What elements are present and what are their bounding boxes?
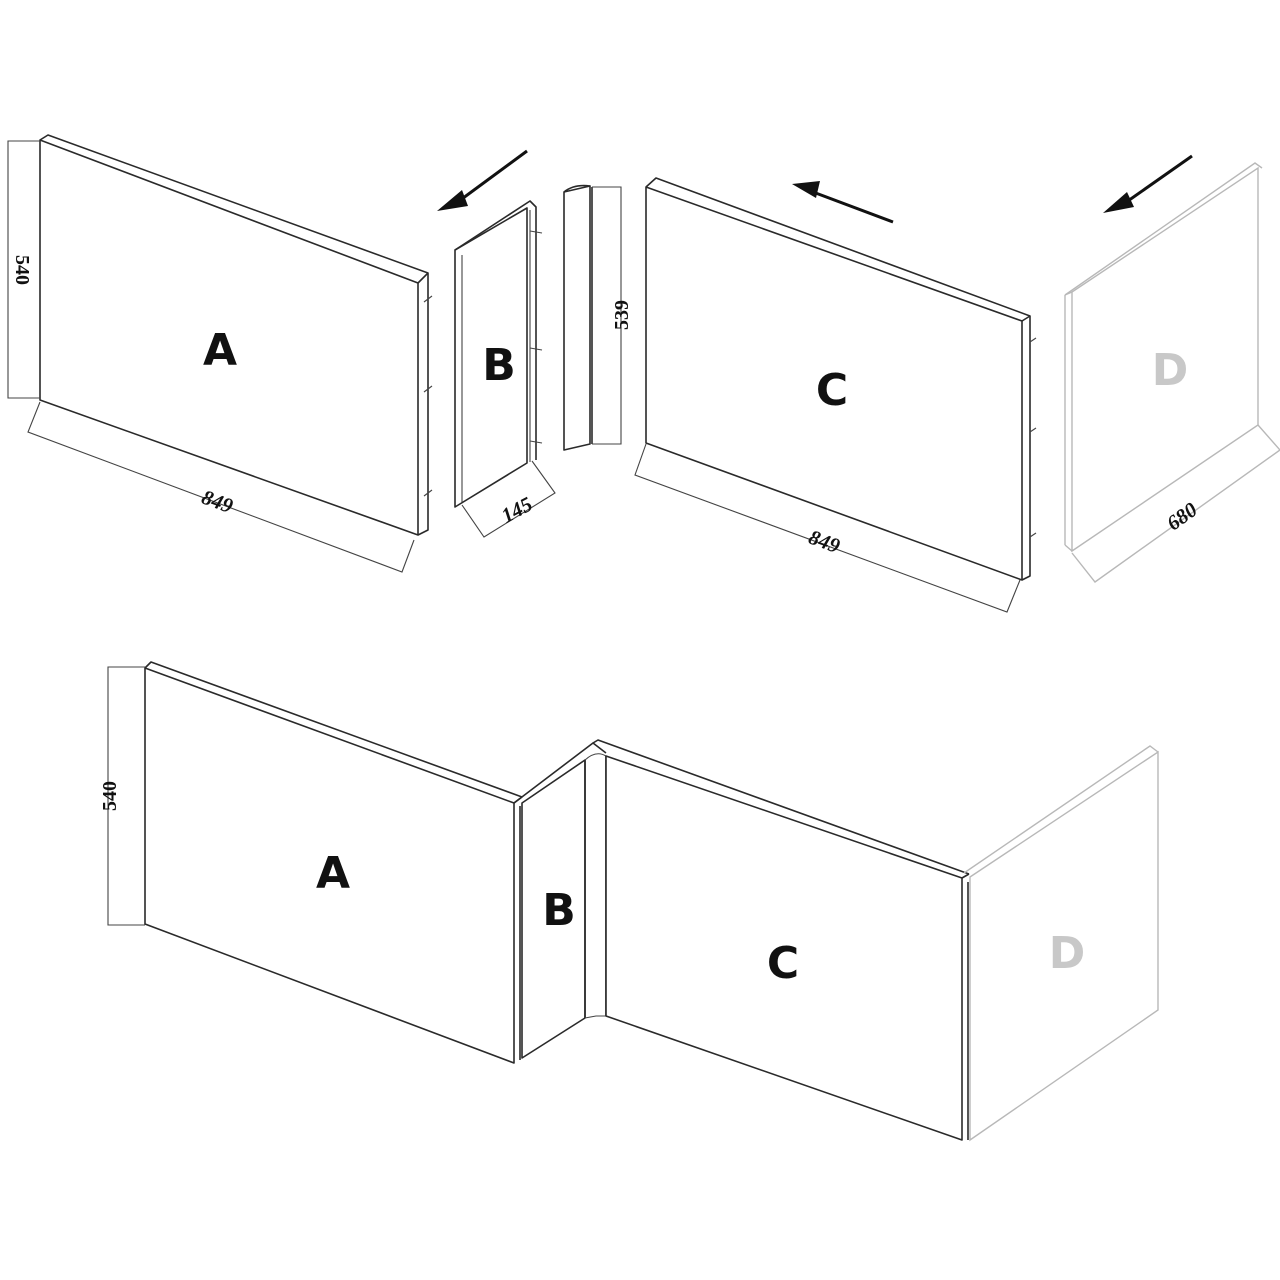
panel-b-width-dim: 145 [497,492,536,528]
assembled-panel-c: C [592,739,970,1141]
panel-d-label: D [1152,345,1189,396]
panel-a-height-dim: 540 [11,255,33,285]
assembled-panel-a-height-dim: 540 [99,781,121,811]
arrow-b-icon [437,149,528,211]
assembled-panel-d: D [963,745,1159,1142]
assembled-panel-c-label: C [767,938,799,989]
assembled-panel-b: B [513,742,607,1059]
panel-a-label: A [203,325,237,376]
assembled-panel-b-label: B [542,885,576,936]
exploded-panel-b: 145 B [454,200,556,538]
assembled-panel-a: 540 A [99,661,523,1064]
panel-c-label: C [816,365,848,416]
arrow-d-icon [1103,154,1193,213]
assembled-panel-a-label: A [316,848,350,899]
panel-b-label: B [482,340,516,391]
exploded-corner-post: 539 [563,184,633,451]
arrow-c-icon [792,181,894,224]
panel-a-width-dim: 849 [198,485,236,518]
corner-post-height-dim: 539 [611,300,633,330]
panel-c-width-dim: 849 [805,525,843,558]
exploded-panel-d: 680 D [1064,162,1280,583]
exploded-panel-a: 540 849 A [7,134,433,573]
exploded-panel-c: 849 C [634,177,1037,613]
assembled-panel-d-label: D [1049,928,1086,979]
